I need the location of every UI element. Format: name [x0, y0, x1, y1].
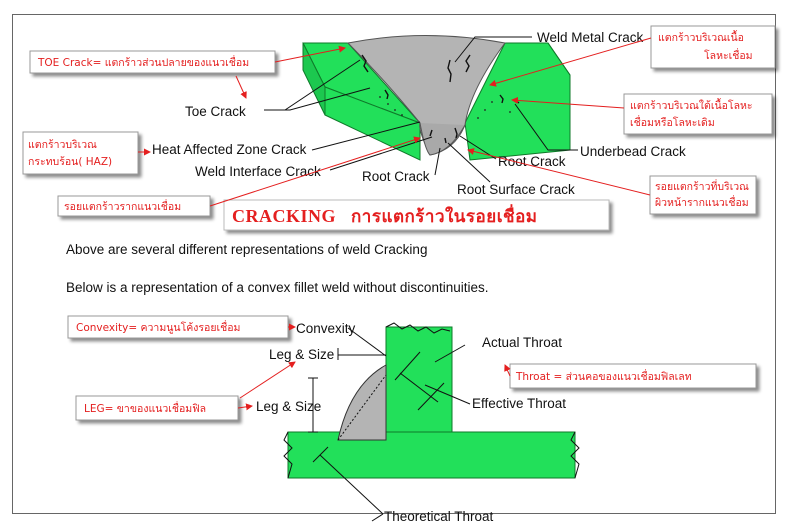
note-convexity: Convexity= ความนูนโค้งรอยเชื่อม [76, 320, 240, 334]
label-theoretical-throat: Theoretical Throat [384, 509, 494, 524]
label-weld-interface-crack: Weld Interface Crack [195, 164, 321, 179]
label-root-surface-crack: Root Surface Crack [457, 182, 575, 197]
note-weld-metal-2: โลหะเชื่อม [704, 48, 753, 62]
title-box [223, 199, 610, 231]
caption-above: Above are several different representati… [66, 242, 428, 257]
left-plate-side [302, 42, 326, 116]
note-throat: Throat = ส่วนคอของแนวเชื่อมฟิลเลท [515, 369, 692, 383]
note-weld-metal-1: แตกร้าวบริเวณเนื้อ [658, 30, 744, 44]
note-haz-2: กระทบร้อน( HAZ) [28, 156, 112, 168]
note-root-surface-1: รอยแตกร้าวที่บริเวณ [655, 179, 749, 193]
label-actual-throat: Actual Throat [482, 335, 562, 350]
fillet-weld [337, 364, 387, 441]
note-box-weld-metal [650, 25, 776, 69]
base-plate [287, 431, 576, 479]
note-root-surface-2: ผิวหน้ารากแนวเชื่อม [655, 195, 749, 209]
label-root-crack-right: Root Crack [498, 154, 566, 169]
caption-below: Below is a representation of a convex fi… [66, 280, 489, 295]
note-haz-1: แตกร้าวบริเวณ [28, 139, 97, 151]
note-box-throat [509, 363, 757, 389]
note-leg: LEG= ขาของแนวเชื่อมฟิล [84, 401, 206, 415]
label-leg-size-top: Leg & Size [269, 347, 334, 362]
fillet-weld-diagram: Convexity Actual Throat Leg & Size Leg &… [67, 315, 757, 524]
label-effective-throat: Effective Throat [472, 396, 566, 411]
note-root: รอยแตกร้าวรากแนวเชื่อม [64, 199, 181, 213]
porosity-dots [379, 96, 511, 119]
note-box-leg [75, 395, 239, 421]
note-box-underbead [623, 93, 773, 135]
weld-bead [346, 35, 506, 156]
label-weld-metal-crack: Weld Metal Crack [537, 30, 644, 45]
label-root-crack-left: Root Crack [362, 169, 430, 184]
note-underbead-2: เชื่อมหรือโลหะเดิม [630, 115, 715, 129]
note-box-haz [22, 131, 139, 175]
note-underbead-1: แตกร้าวบริเวณใต้เนื้อโลหะ [630, 98, 753, 112]
title-thai: การแตกร้าวในรอยเชื่อม [351, 207, 538, 227]
content-frame [12, 14, 776, 514]
label-leg-size-bottom: Leg & Size [256, 399, 321, 414]
label-toe-crack: Toe Crack [185, 104, 246, 119]
butt-weld-diagram: Weld Metal Crack Toe Crack Heat Affected… [22, 25, 776, 231]
title-english: CRACKING [232, 206, 337, 226]
label-underbead-crack: Underbead Crack [580, 144, 686, 159]
label-haz-crack: Heat Affected Zone Crack [152, 142, 307, 157]
note-toe: TOE Crack= แตกร้าวส่วนปลายของแนวเชื่อม [37, 55, 249, 69]
diagram-title: CRACKING การแตกร้าวในรอยเชื่อม [232, 203, 538, 230]
label-convexity: Convexity [296, 321, 356, 336]
